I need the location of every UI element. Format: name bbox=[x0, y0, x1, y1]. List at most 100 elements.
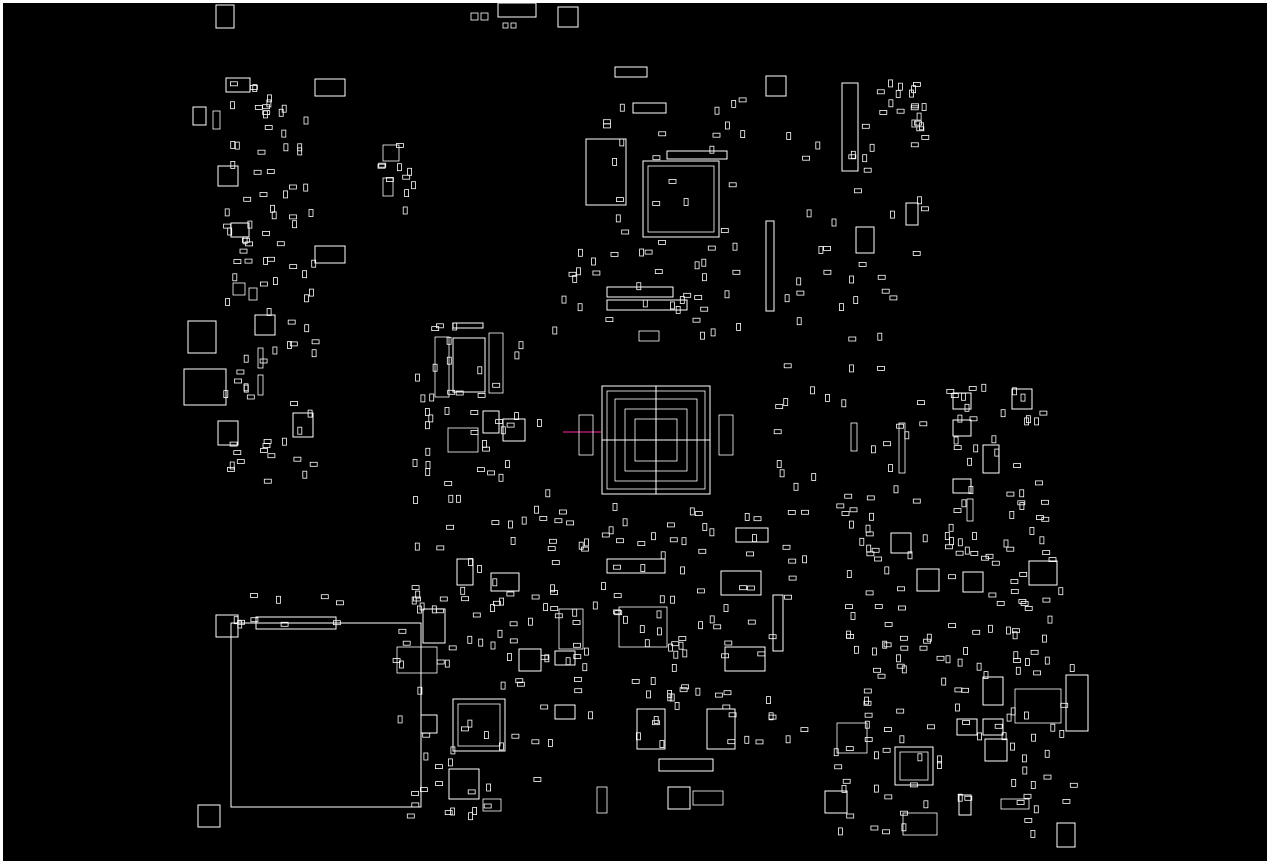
passive-pad bbox=[377, 163, 386, 169]
passive-pad bbox=[1044, 656, 1050, 665]
passive-pad bbox=[910, 782, 918, 788]
passive-pad bbox=[247, 220, 253, 229]
passive-pad bbox=[773, 429, 782, 435]
passive-pad bbox=[988, 624, 993, 633]
passive-pad bbox=[1019, 572, 1028, 577]
passive-pad bbox=[670, 595, 675, 604]
passive-pad bbox=[447, 758, 453, 767]
passive-pad bbox=[297, 426, 303, 435]
passive-pad bbox=[289, 264, 298, 270]
passive-pad bbox=[642, 299, 648, 308]
pcb-board-canvas[interactable] bbox=[3, 3, 1267, 861]
passive-pad bbox=[870, 825, 879, 831]
passive-pad bbox=[276, 595, 281, 604]
passive-pad bbox=[302, 470, 308, 479]
top-connector bbox=[497, 3, 537, 18]
passive-pad bbox=[888, 99, 894, 108]
qfp-chip-bottom-left bbox=[452, 698, 506, 752]
passive-pad bbox=[492, 600, 501, 606]
square-pad bbox=[667, 786, 691, 810]
passive-pad bbox=[678, 641, 684, 650]
passive-pad bbox=[1016, 800, 1025, 805]
passive-pad bbox=[281, 129, 287, 138]
passive-pad bbox=[297, 143, 303, 152]
passive-pad bbox=[304, 294, 309, 303]
passive-pad bbox=[710, 328, 716, 337]
passive-pad bbox=[917, 400, 925, 406]
passive-pad bbox=[904, 431, 910, 440]
passive-pad bbox=[506, 422, 515, 428]
passive-pad bbox=[559, 509, 567, 515]
passive-pad bbox=[243, 196, 252, 202]
passive-pad bbox=[796, 317, 802, 326]
passive-pad bbox=[461, 596, 470, 602]
passive-pad bbox=[1034, 417, 1039, 426]
passive-pad bbox=[723, 604, 729, 612]
passive-pad bbox=[550, 606, 559, 611]
passive-pad bbox=[698, 621, 703, 630]
passive-pad bbox=[996, 601, 1005, 606]
passive-pad bbox=[515, 678, 524, 684]
passive-pad bbox=[533, 777, 542, 782]
passive-pad bbox=[514, 412, 519, 421]
passive-pad bbox=[911, 119, 917, 128]
right-center-cluster bbox=[850, 388, 1058, 593]
passive-pad bbox=[877, 365, 885, 371]
passive-pad bbox=[605, 317, 614, 323]
passive-pad bbox=[550, 590, 558, 595]
bottom-center-cluster bbox=[456, 527, 784, 814]
passive-pad bbox=[505, 460, 510, 469]
passive-pad bbox=[539, 516, 548, 521]
passive-pad bbox=[646, 690, 651, 699]
passive-pad bbox=[468, 558, 473, 566]
passive-pad bbox=[509, 621, 518, 627]
passive-pad bbox=[669, 537, 678, 543]
passive-pad bbox=[623, 615, 628, 624]
passive-pad bbox=[787, 509, 796, 515]
passive-pad bbox=[477, 392, 486, 398]
passive-pad bbox=[893, 485, 899, 494]
passive-pad bbox=[955, 550, 964, 556]
passive-pad bbox=[744, 735, 750, 744]
passive-pad bbox=[425, 447, 431, 456]
passive-pad bbox=[671, 664, 677, 672]
passive-pad bbox=[1058, 587, 1064, 596]
passive-pad bbox=[927, 724, 935, 730]
passive-pad bbox=[289, 341, 298, 347]
passive-pad bbox=[1035, 480, 1043, 486]
passive-pad bbox=[921, 103, 927, 111]
passive-pad bbox=[425, 421, 430, 430]
passive-pad bbox=[810, 386, 815, 395]
passive-pad bbox=[236, 459, 245, 464]
passive-pad bbox=[413, 596, 421, 602]
passive-pad bbox=[898, 605, 906, 611]
passive-pad bbox=[689, 507, 695, 516]
passive-pad bbox=[700, 331, 705, 340]
passive-pad bbox=[879, 110, 888, 115]
passive-pad bbox=[702, 273, 707, 282]
passive-pad bbox=[510, 537, 516, 545]
passive-pad bbox=[652, 720, 660, 726]
passive-pad bbox=[1030, 649, 1039, 655]
passive-pad bbox=[913, 82, 921, 87]
passive-pad bbox=[640, 564, 646, 572]
passive-pad bbox=[601, 532, 610, 538]
passive-pad bbox=[230, 160, 236, 169]
passive-pad bbox=[603, 123, 611, 129]
passive-pad bbox=[912, 250, 921, 256]
passive-pad bbox=[467, 719, 473, 728]
passive-pad bbox=[639, 248, 644, 257]
passive-pad bbox=[257, 149, 266, 155]
passive-pad bbox=[846, 570, 852, 578]
passive-pad bbox=[584, 647, 589, 656]
passive-pad bbox=[234, 378, 242, 384]
passive-pad bbox=[948, 623, 956, 628]
qfp-chip-small bbox=[448, 768, 480, 800]
passive-pad bbox=[276, 241, 285, 247]
passive-pad bbox=[657, 627, 662, 636]
passive-pad bbox=[446, 356, 452, 365]
passive-pad bbox=[712, 132, 721, 138]
passive-pad bbox=[656, 610, 662, 619]
passive-pad bbox=[636, 282, 642, 291]
passive-pad bbox=[957, 538, 963, 547]
